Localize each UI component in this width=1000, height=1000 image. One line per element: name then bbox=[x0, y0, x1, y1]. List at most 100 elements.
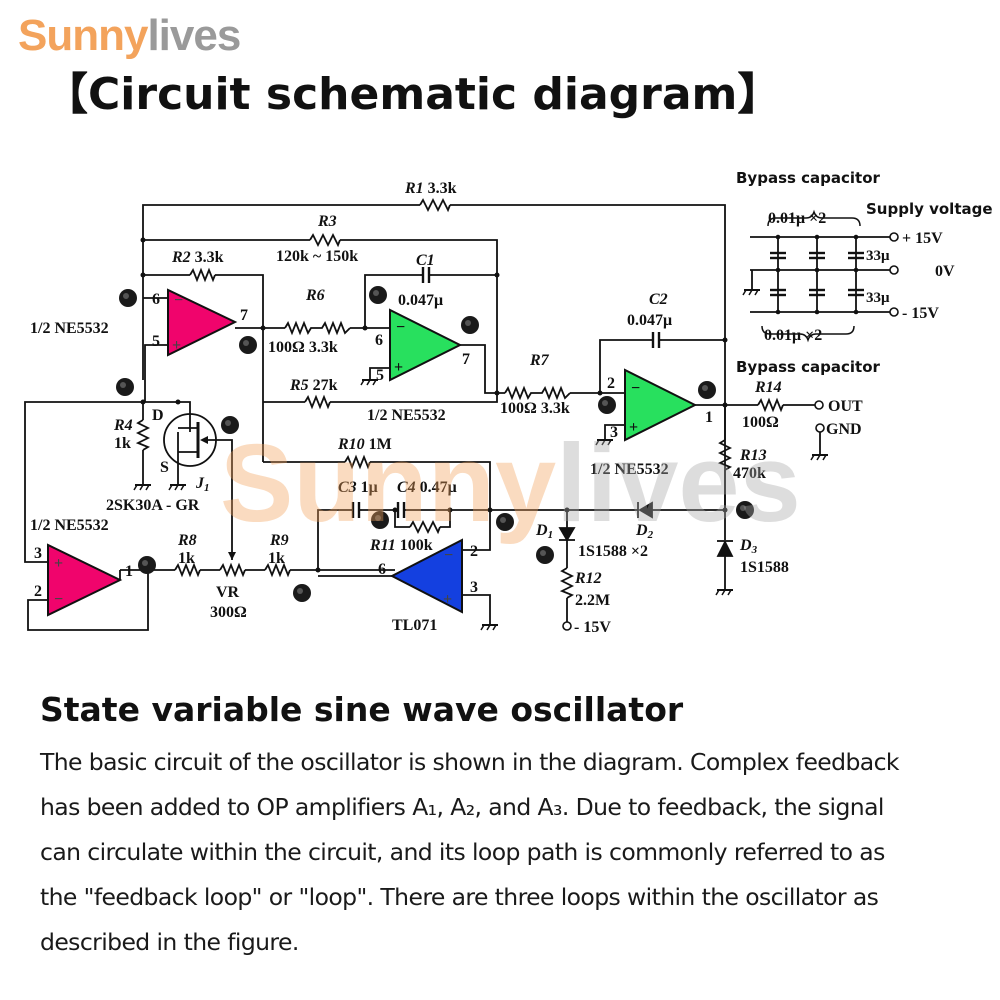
vr-wiper-arrow bbox=[228, 552, 236, 560]
a3-label: 1/2 NE5532 bbox=[590, 461, 669, 478]
svg-text:−: − bbox=[54, 591, 63, 608]
r2-label: R2 3.3k bbox=[171, 249, 224, 266]
r3-name: R3 bbox=[317, 213, 337, 230]
svg-text:−: − bbox=[174, 292, 183, 309]
diode-d1 bbox=[558, 527, 576, 542]
svg-text:+: + bbox=[54, 555, 63, 572]
vr-name: VR bbox=[216, 584, 240, 601]
c4-label: C4 0.47μ bbox=[397, 479, 457, 496]
d3-name: D3 bbox=[739, 537, 758, 556]
zero-v-terminal[interactable] bbox=[889, 265, 899, 275]
supply-neg15-label: - 15V bbox=[902, 305, 939, 322]
body-line: has been added to OP amplifiers A₁, A₂, … bbox=[40, 793, 884, 821]
svg-text:6: 6 bbox=[378, 561, 386, 578]
bypass-cap-title-bottom: Bypass capacitor bbox=[736, 358, 881, 376]
c2-name: C2 bbox=[649, 291, 668, 308]
svg-text:−: − bbox=[396, 319, 405, 336]
svg-text:2: 2 bbox=[34, 583, 42, 600]
neg15-label: - 15V bbox=[574, 619, 611, 636]
opamp-a4: + − bbox=[47, 543, 123, 617]
resistor-r6a bbox=[284, 320, 351, 336]
resistor-r8 bbox=[174, 562, 201, 578]
r12-name: R12 bbox=[574, 570, 602, 587]
opamp-tl071: − + bbox=[389, 538, 463, 614]
svg-text:3: 3 bbox=[610, 424, 618, 441]
svg-text:+: + bbox=[172, 337, 181, 354]
r14-name: R14 bbox=[754, 379, 782, 396]
gnd-terminal[interactable] bbox=[815, 423, 825, 433]
pos15-terminal[interactable] bbox=[889, 232, 899, 242]
r8-value: 1k bbox=[178, 550, 195, 567]
r7-value: 100Ω 3.3k bbox=[500, 400, 570, 417]
svg-text:+: + bbox=[629, 419, 638, 436]
body-line: described in the figure. bbox=[40, 928, 299, 956]
brand-logo-part1: Sunny bbox=[18, 11, 148, 60]
r5-label: R5 27k bbox=[289, 377, 338, 394]
r4-value: 1k bbox=[114, 435, 131, 452]
body-line: The basic circuit of the oscillator is s… bbox=[40, 748, 900, 776]
out-terminal[interactable] bbox=[814, 400, 824, 410]
pin-numbers: 6 5 7 6 5 7 2 3 1 3 2 1 2 3 6 bbox=[34, 291, 713, 600]
resistor-r10 bbox=[344, 454, 371, 470]
svg-text:+: + bbox=[394, 359, 403, 376]
jfet-j1 bbox=[163, 413, 217, 467]
resistor-r2 bbox=[189, 267, 216, 283]
opamp-a2: − + bbox=[389, 308, 463, 382]
svg-text:2: 2 bbox=[470, 543, 478, 560]
r11-label: R11 100k bbox=[369, 537, 433, 554]
resistor-r11 bbox=[409, 519, 441, 535]
r8-name: R8 bbox=[177, 532, 197, 549]
resistor-r3 bbox=[309, 232, 341, 248]
capacitor-leads bbox=[350, 274, 662, 511]
bypass-cap-value-bottom: 0.01μ ×2 bbox=[764, 327, 822, 344]
d1-name: D1 bbox=[535, 522, 553, 541]
brand-logo-part2: lives bbox=[147, 11, 241, 60]
supply-pos15-label: + 15V bbox=[902, 230, 943, 247]
opamp-a3: − + bbox=[624, 368, 698, 442]
r9-value: 1k bbox=[268, 550, 285, 567]
wires bbox=[24, 204, 821, 631]
r14-value: 100Ω bbox=[742, 414, 779, 431]
resistor-vr bbox=[219, 562, 246, 578]
supply-voltage-label: Supply voltage bbox=[866, 200, 993, 218]
svg-text:1: 1 bbox=[705, 409, 713, 426]
a4-label: 1/2 NE5532 bbox=[30, 517, 109, 534]
r13-value: 470k bbox=[733, 465, 766, 482]
c1-value: 0.047μ bbox=[398, 292, 443, 309]
svg-text:6: 6 bbox=[152, 291, 160, 308]
svg-text:7: 7 bbox=[240, 307, 248, 324]
electrolytic-cap-1: 33μ bbox=[866, 248, 890, 264]
bypass-cap-title-top: Bypass capacitor bbox=[736, 169, 881, 187]
svg-text:1: 1 bbox=[125, 563, 133, 580]
terminal-circles bbox=[562, 400, 825, 631]
component-labels: R1 3.3k R3 120k ~ 150k R2 3.3k C1 0.047μ… bbox=[30, 180, 863, 636]
r10-label: R10 1M bbox=[337, 436, 392, 453]
resistor-r14 bbox=[757, 397, 784, 413]
diode-d2 bbox=[638, 501, 653, 519]
resistor-r4 bbox=[135, 419, 151, 451]
svg-text:3: 3 bbox=[470, 579, 478, 596]
neg15-supply-terminal[interactable] bbox=[889, 307, 899, 317]
diode-symbols bbox=[558, 501, 734, 557]
electrolytic-cap-2: 33μ bbox=[866, 290, 890, 306]
jfet-drain: D bbox=[152, 407, 164, 424]
svg-text:−: − bbox=[631, 380, 640, 397]
r13-name: R13 bbox=[739, 447, 767, 464]
d12-part: 1S1588 ×2 bbox=[578, 543, 648, 560]
r12-value: 2.2M bbox=[575, 592, 610, 609]
r9-name: R9 bbox=[269, 532, 289, 549]
brand-logo: Sunnylives bbox=[18, 11, 241, 60]
junction-dots bbox=[140, 237, 728, 573]
body-line: the "feedback loop" or "loop". There are… bbox=[40, 883, 879, 911]
bypass-cap-value-top: 0.01μ ×2 bbox=[768, 210, 826, 227]
section-heading: State variable sine wave oscillator bbox=[40, 690, 684, 729]
jfet-part: 2SK30A - GR bbox=[106, 497, 200, 514]
jfet-source: S bbox=[160, 459, 169, 476]
svg-text:7: 7 bbox=[462, 351, 470, 368]
r6-value: 100Ω 3.3k bbox=[268, 339, 338, 356]
svg-text:5: 5 bbox=[376, 367, 384, 384]
neg15-terminal[interactable] bbox=[562, 621, 572, 631]
r1-label: R1 3.3k bbox=[404, 180, 457, 197]
r4-name: R4 bbox=[113, 417, 133, 434]
opamp-output-wires bbox=[119, 570, 392, 580]
